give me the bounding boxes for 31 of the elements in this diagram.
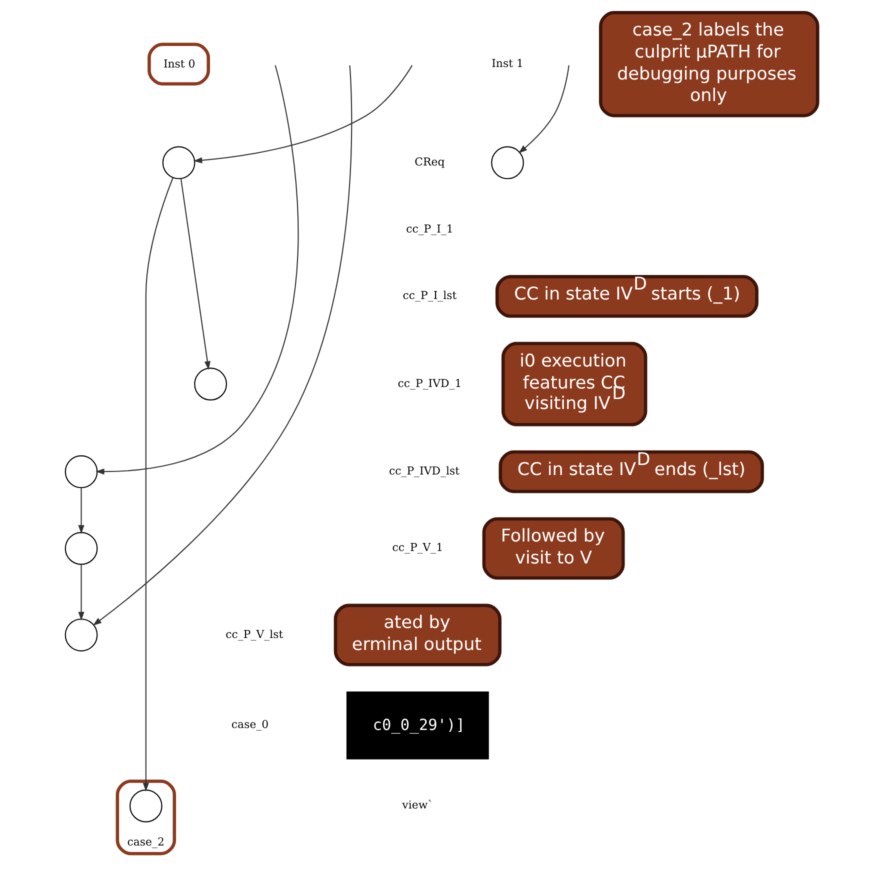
node-circle [490,146,524,180]
node-circle [194,368,226,401]
node-circle [128,790,162,822]
arrow [92,65,352,626]
arrow [142,178,173,792]
label: cc_P_IVD_lst [388,464,459,478]
label: case_0 [230,718,268,732]
node-box: case_2 labels the culprit µPATH for debugging purposes only [598,10,819,118]
label: cc_P_I_lst [402,289,456,302]
node-circle [64,532,98,565]
arrow [180,178,210,370]
label: CReq [414,155,444,168]
arrow [518,65,569,154]
node-circle [162,146,195,180]
cluster: case_2 [115,780,176,856]
node-box: Followed by visit to V [482,517,624,580]
node-box: ated by erminal output [333,604,501,666]
arrow [78,564,84,621]
node-circle [64,455,98,488]
label: cc_P_IVD_1 [397,376,462,390]
arrow [95,65,298,475]
arrow [192,65,412,164]
node-box: Inst 0 [147,42,210,86]
label: cc_P_V_1 [392,541,443,554]
label: Inst 1 [491,56,523,70]
node-circle [64,618,98,652]
arrow [78,488,84,534]
label: cc_P_I_1 [406,222,453,236]
label: cc_P_V_lst [225,628,283,641]
node-box: c0_0_29')] [346,691,488,760]
label: view` [402,798,433,812]
